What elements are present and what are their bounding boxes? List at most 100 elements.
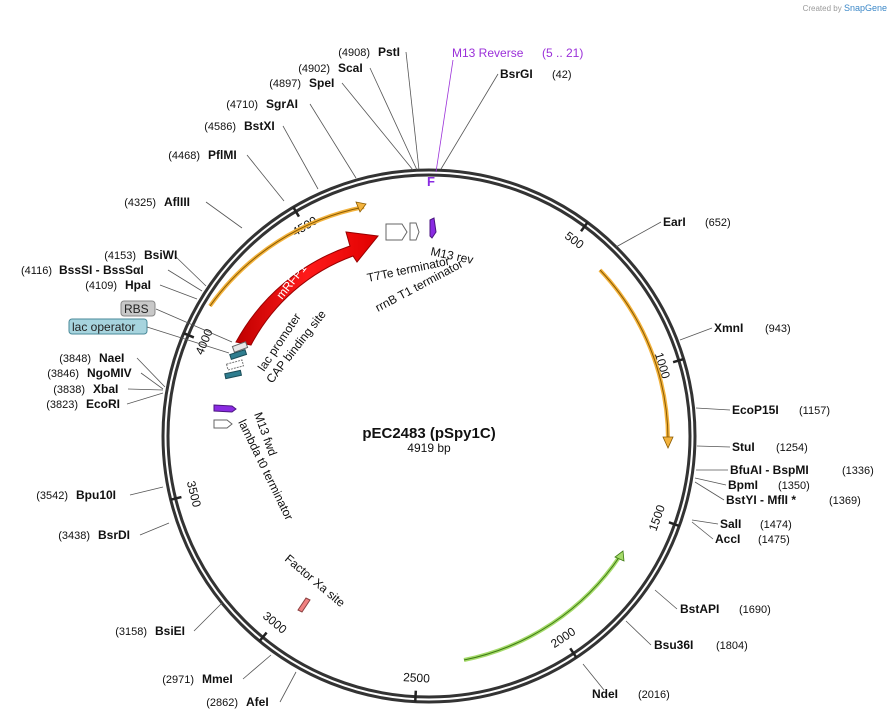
backbone-outer-ring	[161, 168, 697, 704]
site-bfuAI[interactable]: BfuAI - BspMI (1336)	[730, 463, 874, 477]
site-stuI[interactable]: StuI (1254)	[732, 440, 808, 454]
site-naeI[interactable]: (3848) NaeI	[59, 351, 124, 365]
site-xmnI[interactable]: XmnI (943)	[714, 321, 791, 335]
site-pos: (2971)	[162, 674, 194, 686]
tick-mark	[672, 357, 684, 364]
site-salI[interactable]: SalI (1474)	[720, 517, 792, 531]
site-pos: (4109)	[85, 280, 117, 292]
rbs-block[interactable]	[231, 341, 249, 353]
lambda-terminator-shape[interactable]	[213, 419, 233, 429]
site-pos: (1804)	[716, 640, 748, 652]
site-name: ScaI	[338, 61, 363, 75]
tick-label: 1500	[646, 503, 668, 533]
site-accI[interactable]: AccI (1475)	[715, 532, 790, 546]
rrnb-terminator-shape[interactable]	[385, 223, 408, 241]
site-name: HpaI	[125, 278, 151, 292]
site-hpaI[interactable]: (4109) HpaI	[85, 278, 151, 292]
leader-line	[694, 481, 725, 501]
site-name: BpmI	[728, 478, 758, 492]
primer-leader-line	[435, 59, 454, 173]
site-bssSI[interactable]: (4116) BssSI - BssSαI	[21, 263, 144, 277]
site-scaI[interactable]: (4902) ScaI	[298, 61, 362, 75]
primer-label[interactable]: M13 Reverse	[452, 46, 524, 60]
leader-line	[174, 255, 207, 287]
rbs-leader	[155, 308, 233, 343]
site-bpmI[interactable]: BpmI (1350)	[728, 478, 810, 492]
leader-line	[242, 654, 272, 680]
site-xbaI[interactable]: (3838) XbaI	[53, 382, 118, 396]
site-pos: (4116)	[21, 265, 52, 277]
site-bsrGI[interactable]: BsrGI (42)	[500, 67, 572, 81]
site-ngoMIV[interactable]: (3846) NgoMIV	[47, 366, 131, 380]
site-bsiEI[interactable]: (3158) BsiEI	[115, 624, 185, 638]
site-pos: (3846)	[47, 368, 79, 380]
orange-arc-feature-1-core	[209, 206, 365, 307]
site-bpu10I[interactable]: (3542) Bpu10I	[36, 488, 116, 502]
site-pos: (943)	[765, 323, 791, 335]
site-name: BssSI - BssSαI	[59, 263, 144, 277]
site-mmeI[interactable]: (2971) MmeI	[162, 672, 232, 686]
site-ecoP15I[interactable]: EcoP15I (1157)	[732, 403, 830, 417]
leader-line	[691, 519, 719, 525]
orange-arc-2-arrowhead	[662, 436, 674, 449]
leader-line	[126, 392, 164, 405]
factor-xa-shape[interactable]	[297, 597, 311, 613]
t7te-terminator-shape[interactable]	[409, 222, 420, 241]
tick-mark	[170, 495, 182, 501]
site-name: EcoRI	[86, 397, 120, 411]
site-ecoRI[interactable]: (3823) EcoRI	[46, 397, 120, 411]
site-name: BsiEI	[155, 624, 185, 638]
site-name: BstYI - MflI *	[726, 493, 796, 507]
site-ndeI[interactable]: NdeI (2016)	[592, 687, 670, 701]
lac-promoter-block[interactable]	[225, 359, 245, 371]
mrfp1-feature[interactable]	[235, 231, 379, 346]
tick-mark	[292, 206, 301, 218]
site-pos: (1690)	[739, 604, 771, 616]
leader-line	[625, 620, 652, 646]
site-sgrAI[interactable]: (4710) SgrAI	[226, 97, 298, 111]
site-pos: (1474)	[760, 519, 792, 531]
site-bstAPI[interactable]: BstAPI (1690)	[680, 602, 771, 616]
site-earI[interactable]: EarI (652)	[663, 215, 731, 229]
site-bsrDI[interactable]: (3438) BsrDI	[58, 528, 130, 542]
site-name: AflIII	[164, 195, 190, 209]
site-afeI[interactable]: (2862) AfeI	[206, 695, 268, 709]
site-pos: (4902)	[298, 63, 330, 75]
site-name: EcoP15I	[732, 403, 779, 417]
leader-line	[615, 221, 662, 248]
cap-binding-block[interactable]	[224, 369, 243, 380]
site-pstI[interactable]: (4908) PstI	[338, 45, 400, 59]
site-pos: (4710)	[226, 99, 258, 111]
lac-operator-label-box[interactable]	[68, 318, 148, 335]
site-name: PflMI	[208, 148, 237, 162]
site-name: Bpu10I	[76, 488, 116, 502]
leader-line	[695, 407, 731, 411]
site-bstYI[interactable]: BstYI - MflI * (1369)	[726, 493, 861, 507]
site-pos: (42)	[552, 69, 572, 81]
tick-label: 3500	[184, 479, 204, 509]
site-bsiWI[interactable]: (4153) BsiWI	[104, 248, 177, 262]
lac-operator-label: lac operator	[72, 320, 135, 334]
site-name: XmnI	[714, 321, 743, 335]
orange-arc-feature-2-core	[599, 269, 669, 441]
site-name: EarI	[663, 215, 686, 229]
leader-line	[246, 154, 285, 202]
site-pos: (2862)	[206, 697, 238, 709]
snapgene-credit: Created by SnapGene	[803, 3, 887, 13]
primer-f-symbol[interactable]: F	[427, 174, 435, 189]
site-speI[interactable]: (4897) SpeI	[269, 76, 334, 90]
site-pflMI[interactable]: (4468) PflMI	[168, 148, 236, 162]
site-pos: (4325)	[124, 197, 156, 209]
site-pos: (1157)	[799, 405, 830, 417]
leader-line	[679, 327, 713, 341]
site-name: BsiWI	[144, 248, 177, 262]
lac-operator-block[interactable]	[229, 348, 248, 360]
m13-rev-shape[interactable]	[429, 217, 437, 239]
site-bsu36I[interactable]: Bsu36I (1804)	[654, 638, 748, 652]
leader-line	[159, 284, 198, 300]
site-aflIII[interactable]: (4325) AflIII	[124, 195, 190, 209]
site-bstXI[interactable]: (4586) BstXI	[204, 119, 274, 133]
m13-fwd-shape[interactable]	[213, 404, 237, 413]
site-name: AfeI	[246, 695, 269, 709]
rbs-label-box[interactable]	[120, 300, 156, 317]
